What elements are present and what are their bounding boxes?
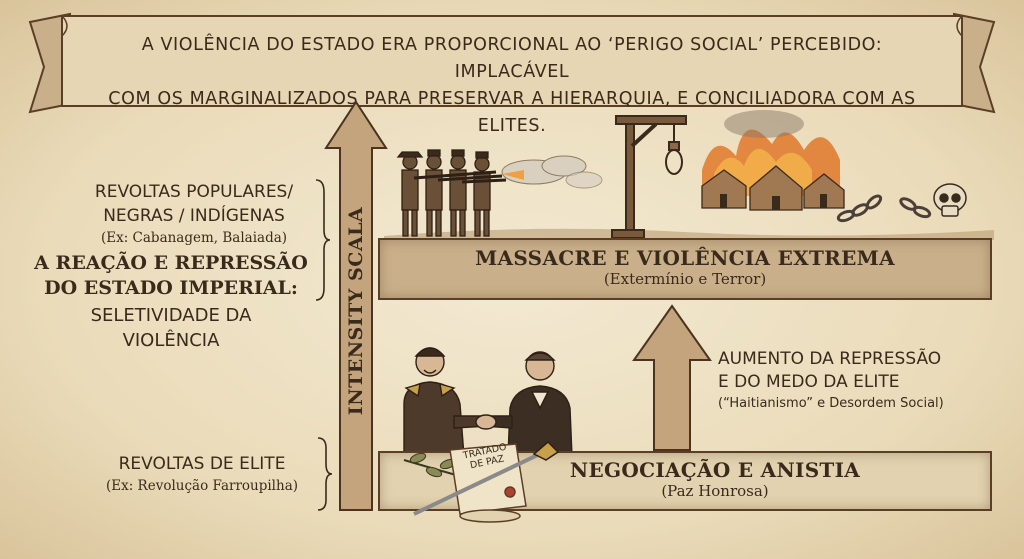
banner-line-1: A VIOLÊNCIA DO ESTADO ERA PROPORCIONAL A… [141, 35, 883, 82]
massacre-box: MASSACRE E VIOLÊNCIA EXTREMA (Extermínio… [378, 238, 992, 300]
popular-line-1: REVOLTAS POPULARES/ [94, 182, 294, 202]
escalation-line-2: E DO MEDO DA ELITE [718, 372, 900, 392]
negotiation-subtitle: (Paz Honrosa) [661, 482, 769, 500]
main-subtitle-line-2: VIOLÊNCIA [122, 330, 220, 351]
sword-icon [413, 440, 560, 516]
popular-example: (Ex: Cabanagem, Balaiada) [100, 230, 288, 246]
banner-scroll [28, 12, 996, 114]
scene-ground [384, 228, 994, 240]
escalation-line-1: AUMENTO DA REPRESSÃO [718, 349, 942, 369]
intensity-arrow [324, 100, 388, 511]
main-title-line-1: A REAÇÃO E REPRESSÃO [34, 252, 308, 274]
elite-example: (Ex: Revolução Farroupilha) [105, 478, 299, 494]
elite-line-1: REVOLTAS DE ELITE [118, 454, 286, 474]
handshake-icon [453, 414, 513, 430]
massacre-title: MASSACRE E VIOLÊNCIA EXTREMA [475, 246, 895, 270]
elite-brace [317, 437, 333, 511]
gallows-icon [611, 115, 687, 239]
escalation-note: (“Haitianismo” e Desordem Social) [718, 396, 944, 411]
rifles-icon [413, 170, 507, 184]
civilian-man-icon [507, 351, 573, 456]
gun-smoke-icon [501, 155, 603, 189]
noose-icon [665, 124, 683, 175]
violence-scene [384, 110, 994, 240]
main-subtitle-line-1: SELETIVIDADE DA [90, 305, 252, 326]
main-title-block: A REAÇÃO E REPRESSÃO DO ESTADO IMPERIAL:… [30, 251, 312, 353]
popular-brace [315, 179, 331, 301]
popular-line-2: NEGRAS / INDÍGENAS [103, 206, 285, 226]
handshake-scene [403, 347, 573, 456]
massacre-subtitle: (Extermínio e Terror) [603, 270, 767, 288]
main-title-line-2: DO ESTADO IMPERIAL: [44, 277, 298, 299]
military-officer-icon [403, 347, 465, 456]
banner-headline: A VIOLÊNCIA DO ESTADO ERA PROPORCIONAL A… [100, 32, 924, 140]
negotiation-title: NEGOCIAÇÃO E ANISTIA [569, 458, 861, 482]
elite-revolts-label: REVOLTAS DE ELITE (Ex: Revolução Farroup… [92, 452, 312, 496]
axis-label: INTENSITY SCALA [345, 206, 367, 416]
banner-line-2: COM OS MARGINALIZADOS PARA PRESERVAR A H… [108, 89, 916, 136]
burning-village-icon [701, 110, 845, 211]
escalation-label: AUMENTO DA REPRESSÃO E DO MEDO DA ELITE … [718, 348, 988, 414]
treaty-illustration [403, 440, 560, 523]
escalation-arrow [632, 304, 712, 451]
skull-icon [933, 183, 967, 217]
firing-squad-icon [396, 149, 491, 237]
popular-revolts-label: REVOLTAS POPULARES/ NEGRAS / INDÍGENAS (… [78, 180, 310, 248]
broken-chains-icon [836, 194, 932, 223]
